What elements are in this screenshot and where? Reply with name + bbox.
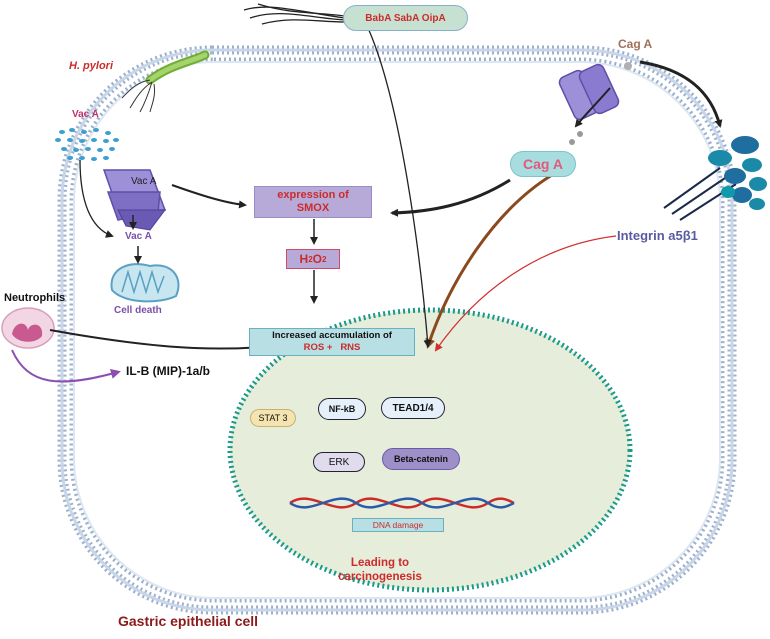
cytokine-label: IL-B (MIP)-1a/b [126,364,210,378]
adhesins-pill: BabA SabA OipA [343,5,468,31]
tead-pill: TEAD1/4 [381,397,445,419]
integrin-label: Integrin a5β1 [617,228,698,243]
h-pylori-label: H. pylori [69,60,114,72]
caga-channel-icon [558,62,632,145]
carcinogenesis-line2: carcinogenesis [338,571,422,583]
h2o2-sub2: 2 [322,254,327,264]
caga-inner-pill: Cag A [510,151,576,177]
h2o2-sub1: 2 [308,254,313,264]
h2o2-h: H [299,252,309,266]
carcinogenesis-line1: Leading to [350,557,410,569]
dna-helix-icon [289,497,515,509]
vaca-top-label: Vac A [72,109,99,120]
cell-label: Gastric epithelial cell [118,613,259,629]
neutrophils-label: Neutrophils [4,292,66,304]
smox-line1: expression of [277,189,349,201]
vaca-internal-label: Vac A [125,231,152,242]
ros-accumulation-box: Increased accumulation of ROS + RNS [249,328,415,356]
vaca-channel-label: Vac A [131,176,157,187]
flagella-icon [243,3,346,25]
nfkb-pill: NF-kB [318,398,366,420]
mitochondrion-icon [110,263,180,303]
caga-outer-label: Cag A [618,37,653,51]
beta-catenin-pill: Beta-catenin [382,448,460,470]
smox-expression-box: expression of SMOX [254,186,372,218]
ros-line1: Increased accumulation of [272,330,392,341]
neutrophil-icon [1,307,55,349]
carcinogenesis-label: Leading to carcinogenesis [320,555,440,585]
stat3-pill: STAT 3 [250,409,296,427]
ros-line2: ROS + RNS [303,342,361,353]
erk-pill: ERK [313,452,365,472]
integrin-receptor-icon [663,136,767,221]
dna-damage-box: DNA damage [352,518,444,532]
cell-death-label: Cell death [114,305,162,316]
smox-line2: SMOX [296,202,330,214]
vaca-toxin-particles-icon [55,128,119,161]
h-pylori-bacterium-icon [121,50,210,113]
h2o2-o: O [312,252,322,266]
